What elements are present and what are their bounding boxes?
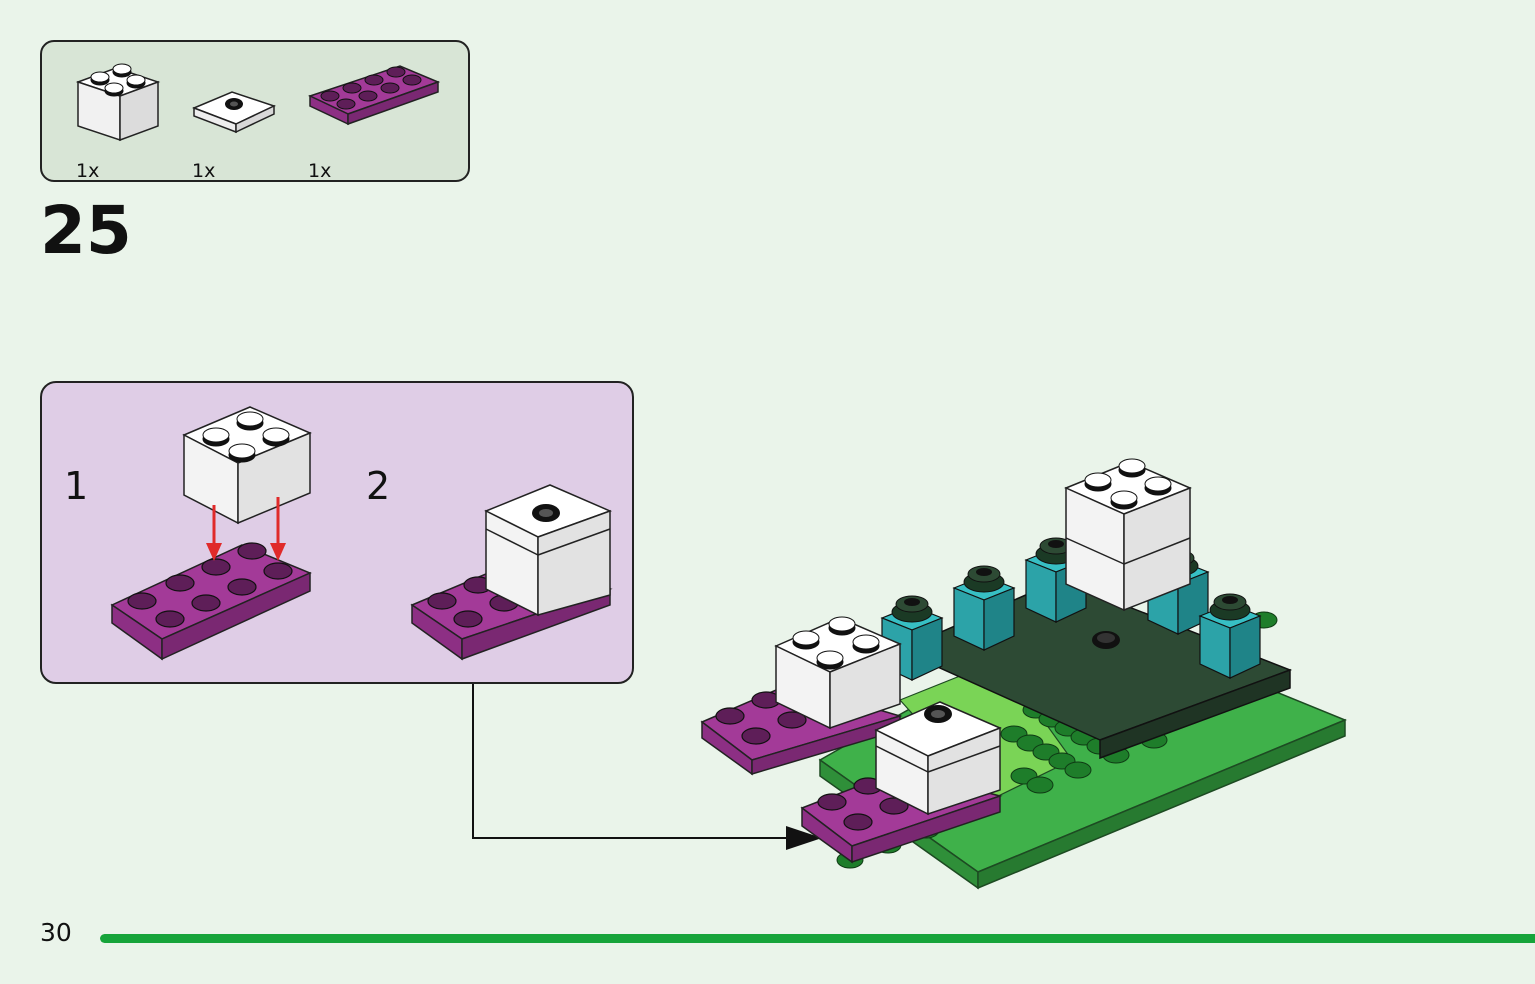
callout-connector-arrow xyxy=(472,684,822,850)
white-brick-sub-1 xyxy=(182,406,312,525)
part-magenta-plate: 1x xyxy=(308,60,440,182)
progress-bar xyxy=(100,934,1535,943)
placement-arrows xyxy=(206,497,286,561)
sub-assembly-callout: 1 2 xyxy=(40,381,634,684)
green-stud xyxy=(1064,761,1092,779)
part-quantity: 1x xyxy=(76,160,100,182)
part-white-brick: 1x xyxy=(76,60,166,182)
left-magenta-white-assembly xyxy=(700,616,903,776)
green-stud xyxy=(1026,776,1054,794)
part-quantity: 1x xyxy=(192,160,216,182)
sub-assembly-result xyxy=(410,484,613,661)
parts-list-callout: 1x 1x 1x xyxy=(40,40,470,182)
sub-assembly-illustration xyxy=(110,406,613,661)
progress-bar-fill xyxy=(100,934,1535,943)
front-new-assembly xyxy=(800,701,1003,864)
white-brick-2x2-icon xyxy=(76,63,161,142)
part-white-tile: 1x xyxy=(192,60,282,182)
white-tile-2x2-with-center-stud-icon xyxy=(192,91,277,134)
white-brick-stack-back xyxy=(1064,458,1192,612)
page-number: 30 xyxy=(40,918,72,947)
step-number: 25 xyxy=(40,192,132,269)
teal-brick xyxy=(952,565,1016,651)
part-quantity: 1x xyxy=(308,160,332,182)
sub-step-number: 1 xyxy=(64,464,89,508)
magenta-plate-2x4-icon xyxy=(308,65,440,126)
teal-brick xyxy=(1198,593,1262,679)
sub-step-number: 2 xyxy=(366,464,391,508)
magenta-plate-sub-1 xyxy=(110,542,312,661)
